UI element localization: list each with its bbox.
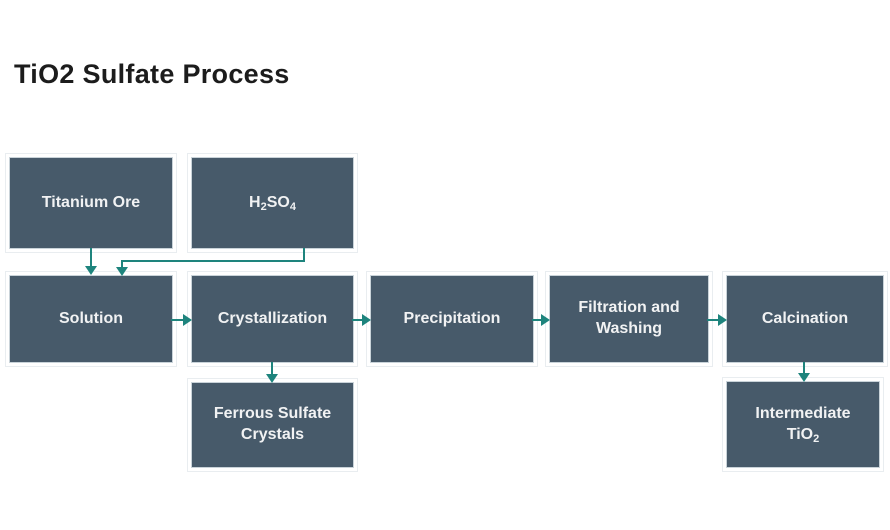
connector-segment (303, 248, 305, 261)
arrowhead-right-icon (362, 314, 371, 326)
node-precipitation: Precipitation (371, 276, 533, 362)
node-label: Precipitation (403, 309, 501, 327)
node-label: Crystallization (217, 309, 328, 327)
arrowhead-down-icon (266, 374, 278, 383)
node-calcination: Calcination (727, 276, 883, 362)
connector-segment (803, 362, 805, 373)
connector-segment (352, 319, 363, 321)
connector-segment (271, 362, 273, 374)
arrowhead-down-icon (798, 373, 810, 382)
connector-segment (121, 261, 123, 267)
node-label: H2SO4 (249, 193, 296, 213)
arrowhead-down-icon (85, 266, 97, 275)
node-crystallization: Crystallization (192, 276, 353, 362)
arrowhead-right-icon (541, 314, 550, 326)
page-title: TiO2 Sulfate Process (14, 59, 290, 89)
node-label: Solution (59, 309, 123, 327)
arrowhead-right-icon (718, 314, 727, 326)
arrowhead-right-icon (183, 314, 192, 326)
connector-segment (171, 319, 184, 321)
node-solution: Solution (10, 276, 172, 362)
node-label: Titanium Ore (41, 193, 141, 211)
connector-segment (90, 248, 92, 266)
connector-segment (121, 260, 305, 262)
node-h2so4: H2SO4 (192, 158, 353, 248)
connector-segment (707, 319, 719, 321)
node-titanium-ore: Titanium Ore (10, 158, 172, 248)
connector-segment (532, 319, 542, 321)
arrowhead-down-icon (116, 267, 128, 276)
node-label: Calcination (761, 309, 849, 327)
